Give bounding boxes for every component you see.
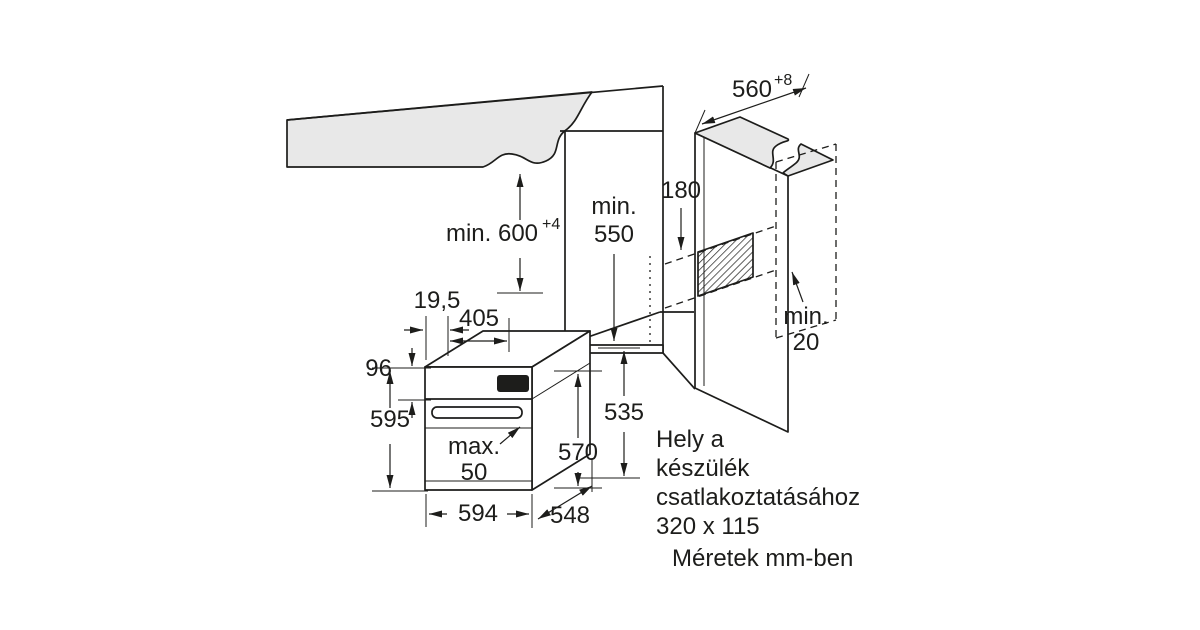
- dim-594: 594: [425, 494, 533, 528]
- adjacent-unit: [694, 116, 834, 433]
- connection-area: [697, 232, 754, 297]
- dim-180-label: 180: [661, 177, 701, 204]
- hidden-top-depth: [775, 143, 837, 163]
- dim-535: 535: [576, 347, 644, 479]
- dim-595: 595: [370, 367, 428, 492]
- dim-405-label: 405: [459, 305, 499, 332]
- dim-560-label: 560: [732, 76, 772, 103]
- hidden-upper-depth: [664, 225, 777, 265]
- oven-door-handle: [431, 406, 523, 419]
- dim-min-20-label-1: min.: [783, 303, 828, 330]
- dim-180: 180: [661, 177, 701, 250]
- control-panel-side-line: [531, 362, 591, 400]
- dim-min-550-label-1: min.: [591, 193, 636, 220]
- connection-area-hatch: [697, 232, 754, 297]
- cabinet-niche: [286, 85, 696, 390]
- dim-405: 405: [450, 305, 510, 352]
- dim-min-20: min. 20: [783, 271, 829, 356]
- connection-note: Hely a készülék csatlakoztatásához 320 x…: [656, 426, 860, 540]
- connection-note-line-3: csatlakoztatásához: [656, 484, 860, 511]
- dim-548-label: 548: [550, 502, 590, 529]
- dim-min-600-sup: +4: [542, 216, 560, 233]
- units-note: Méretek mm-ben: [672, 545, 853, 572]
- oven-display: [497, 375, 529, 392]
- dim-548: 548: [537, 458, 593, 529]
- dim-560-sup: +8: [774, 72, 792, 89]
- dim-570-label: 570: [558, 439, 598, 466]
- dim-19-5: 19,5: [404, 287, 469, 360]
- countertop-right-fragment-b: [782, 143, 834, 177]
- hidden-edges: [649, 143, 837, 344]
- floor-connector: [662, 352, 696, 390]
- dim-min-20-label-2: 20: [793, 329, 820, 356]
- dim-570: 570: [554, 370, 602, 489]
- dim-max-50-label-1: max.: [448, 433, 500, 460]
- dim-min-600-label: min. 600: [446, 220, 538, 247]
- dim-min-600: min. 600 +4: [446, 174, 560, 294]
- dim-19-5-label: 19,5: [414, 287, 461, 314]
- connection-note-line-1: Hely a: [656, 426, 725, 453]
- connection-note-line-4: 320 x 115: [656, 513, 760, 540]
- dim-max-50-label-2: 50: [461, 459, 488, 486]
- dim-min-550: min. 550: [591, 193, 637, 341]
- dim-max-50: max. 50: [448, 426, 521, 486]
- countertop-back-edge: [286, 85, 664, 121]
- hidden-lower-depth: [664, 269, 777, 309]
- countertop-left: [286, 91, 593, 168]
- hidden-bottom-depth: [775, 319, 837, 339]
- dim-535-label: 535: [604, 399, 644, 426]
- countertop-right-fragment-a: [694, 116, 790, 169]
- dim-595-label: 595: [370, 406, 410, 433]
- dim-594-label: 594: [458, 500, 498, 527]
- connection-note-line-2: készülék: [656, 455, 750, 482]
- dim-min-550-label-2: 550: [594, 221, 634, 248]
- dim-560: 560 +8: [694, 72, 810, 134]
- oven: [424, 330, 591, 491]
